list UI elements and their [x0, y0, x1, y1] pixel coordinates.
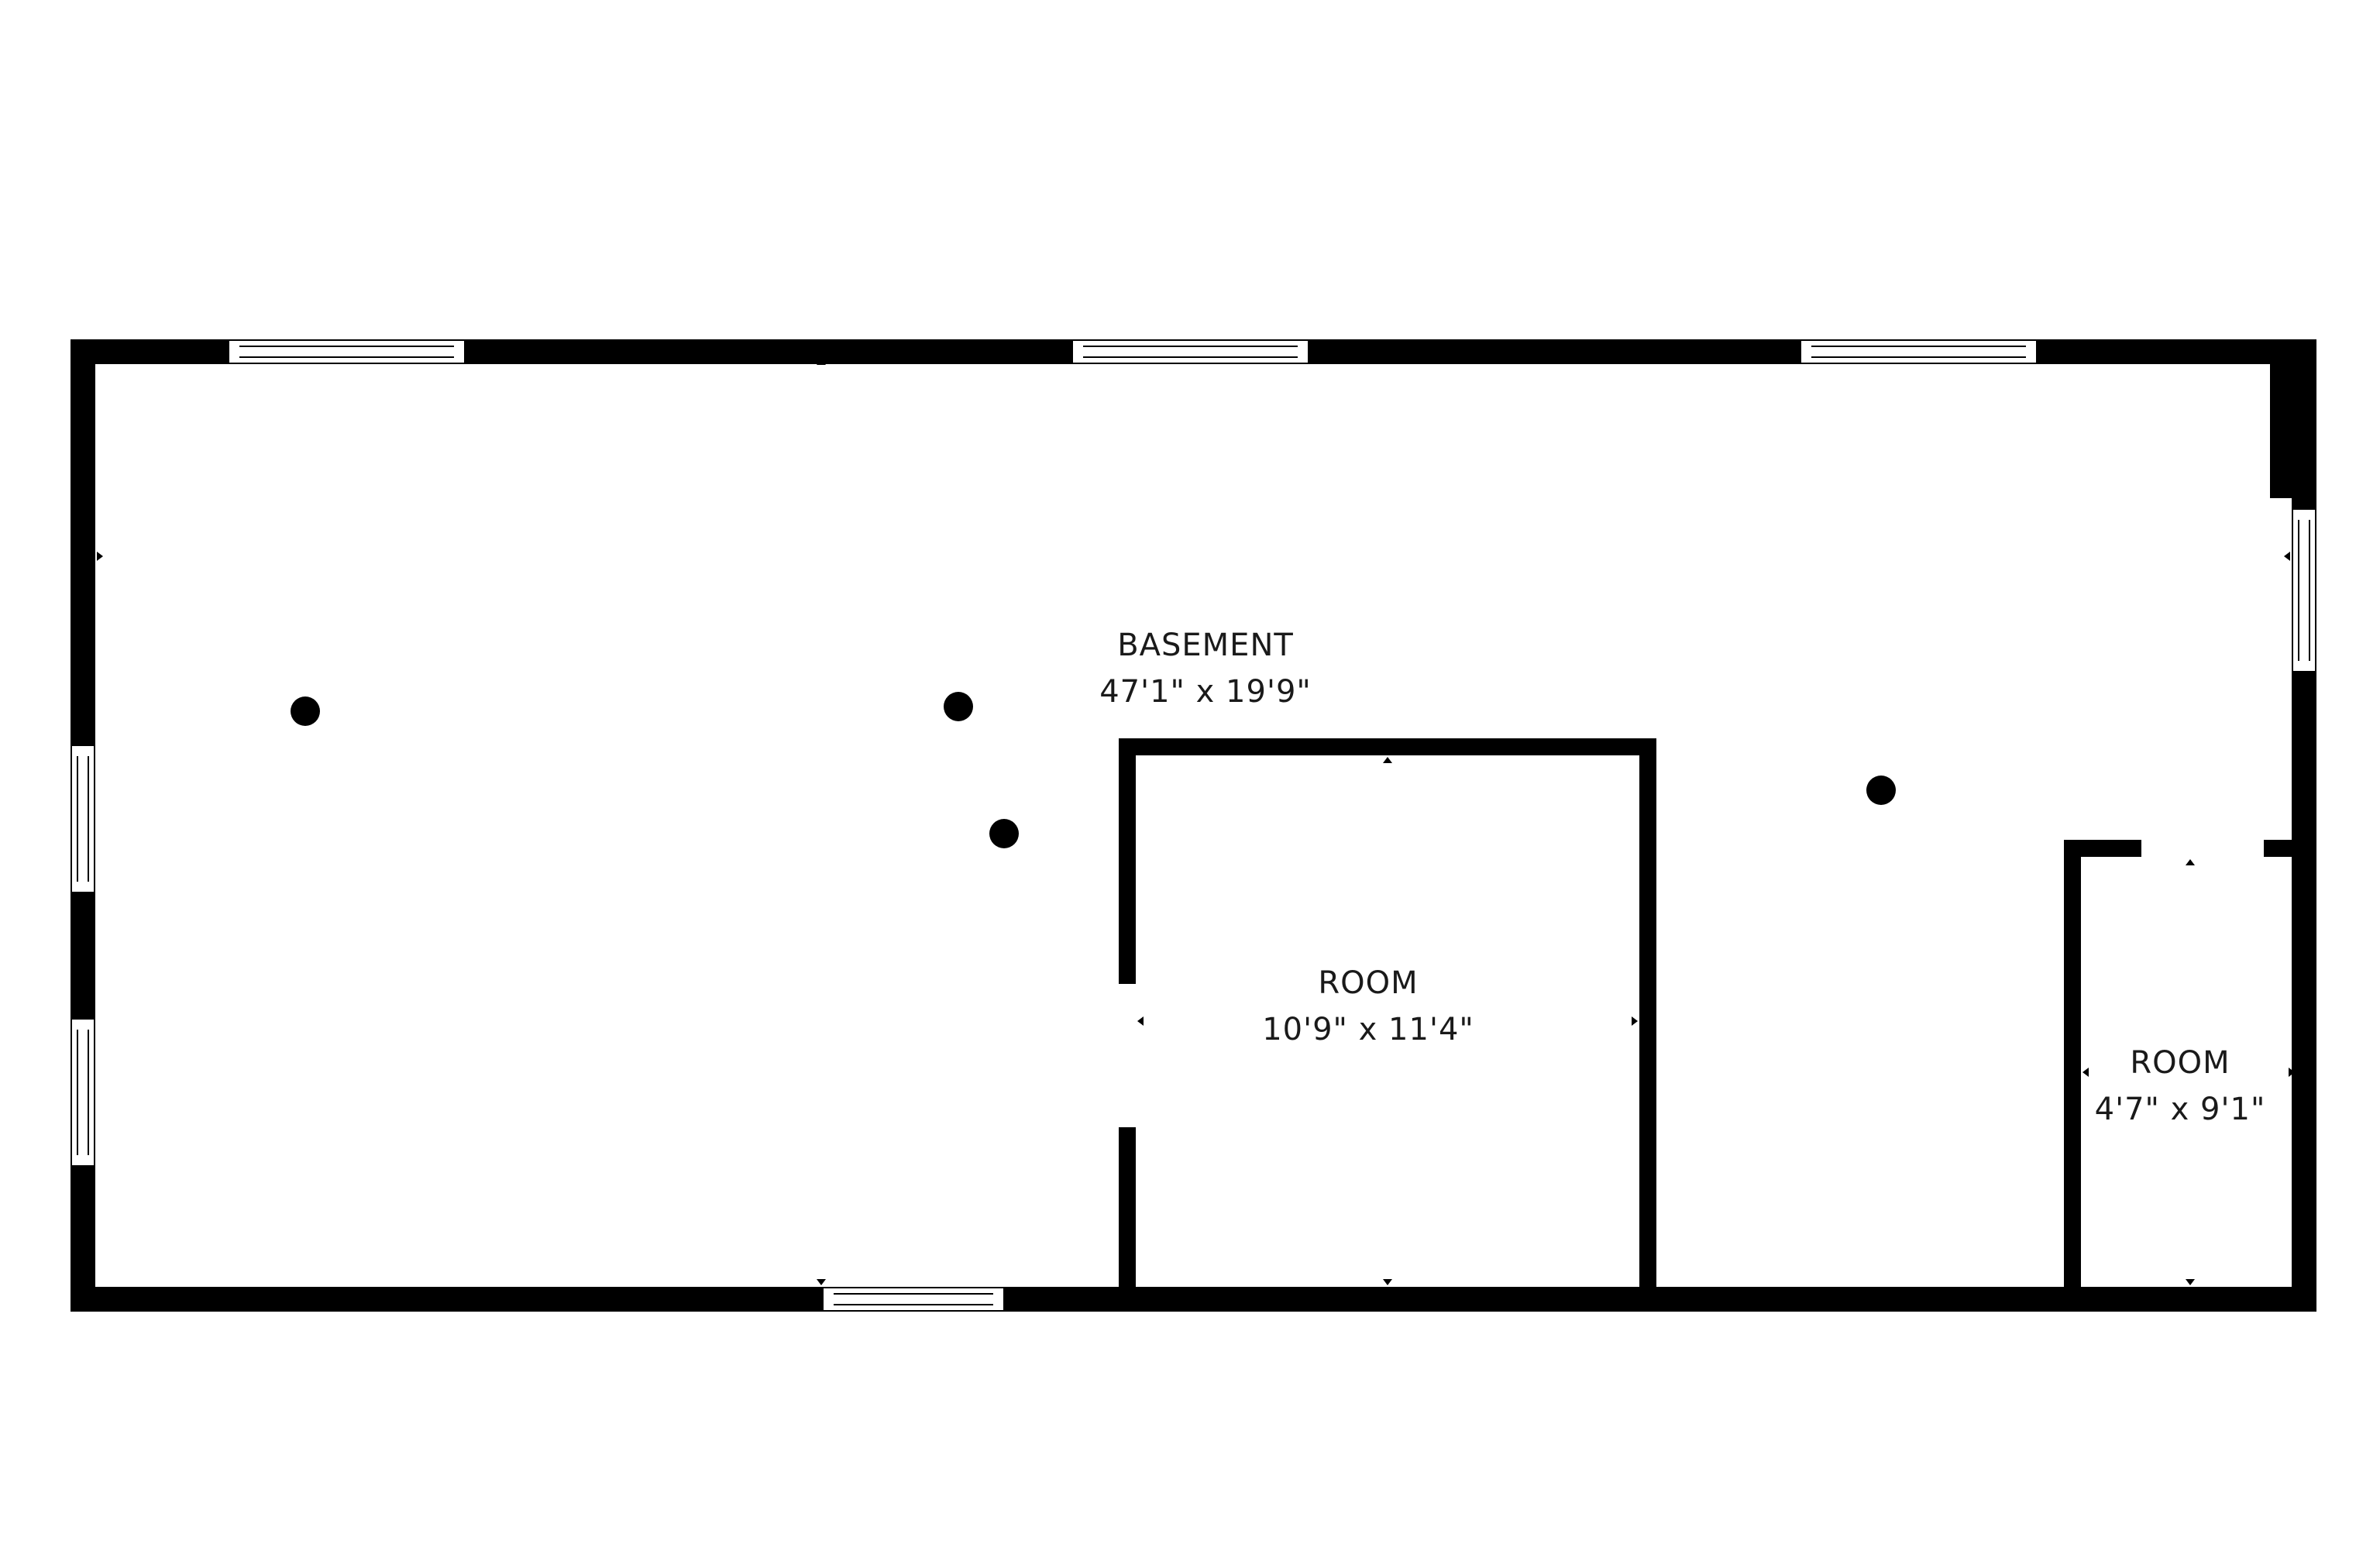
- marker: [2186, 1279, 2195, 1285]
- room-2-dimensions: 4'7" x 9'1": [2095, 1092, 2266, 1127]
- marker: [1383, 1279, 1392, 1285]
- room-2-name: ROOM: [2130, 1045, 2230, 1081]
- window-left-1: [71, 745, 95, 893]
- marker: [1632, 1016, 1638, 1026]
- post: [1866, 776, 1896, 805]
- window-bottom: [822, 1287, 1005, 1312]
- window-top-3: [1800, 339, 2038, 364]
- wall-notch: [2270, 339, 2316, 498]
- wall-right: [2292, 339, 2316, 1312]
- room-1-dimensions: 10'9" x 11'4": [1262, 1012, 1474, 1047]
- marker: [2289, 1068, 2295, 1077]
- window-left-2: [71, 1018, 95, 1167]
- measurement-markers: [97, 359, 2295, 1285]
- post: [944, 692, 973, 721]
- marker: [1383, 757, 1392, 763]
- outer-walls: [71, 339, 2316, 1312]
- room-labels: BASEMENT 47'1" x 19'9" ROOM 10'9" x 11'4…: [1099, 628, 2265, 1127]
- marker: [2284, 552, 2290, 561]
- marker: [97, 552, 103, 561]
- marker: [2186, 859, 2195, 865]
- marker: [817, 1279, 826, 1285]
- basement-name: BASEMENT: [1117, 628, 1294, 663]
- windows: [71, 339, 2316, 1312]
- marker: [817, 359, 826, 365]
- door-room2: [2141, 838, 2264, 858]
- marker: [2082, 1068, 2089, 1077]
- window-top-1: [228, 339, 466, 364]
- room1-wall-top: [1119, 738, 1656, 755]
- room1-wall-right: [1639, 738, 1656, 1312]
- room2-wall-left: [2064, 840, 2081, 1312]
- interior-walls: [1119, 738, 2312, 1312]
- post: [989, 819, 1019, 848]
- support-posts: [291, 692, 1896, 848]
- window-top-2: [1071, 339, 1309, 364]
- basement-dimensions: 47'1" x 19'9": [1099, 674, 1312, 710]
- door-room1: [1117, 984, 1137, 1127]
- room-1-name: ROOM: [1318, 965, 1418, 1001]
- window-right: [2292, 508, 2316, 672]
- post: [291, 696, 320, 726]
- door-openings: [1117, 838, 2264, 1127]
- marker: [1137, 1016, 1144, 1026]
- wall-bottom: [71, 1287, 2316, 1312]
